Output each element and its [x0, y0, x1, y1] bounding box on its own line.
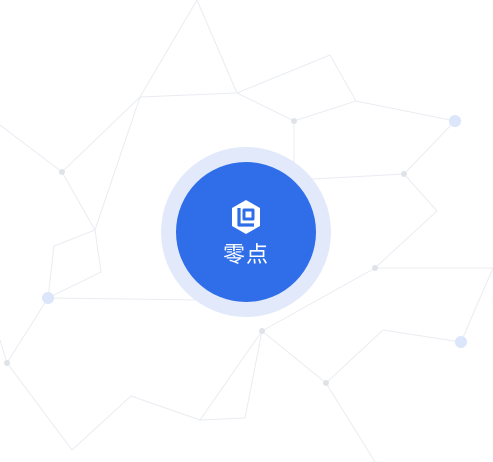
network-node-highlight [42, 292, 54, 304]
network-line [261, 267, 493, 343]
network-line [0, 96, 141, 173]
network-node-highlight [455, 336, 467, 348]
network-line [236, 92, 456, 122]
network-line [47, 297, 201, 301]
network-node [259, 328, 265, 334]
network-node-highlight [449, 115, 461, 127]
network-line [293, 120, 456, 181]
network-line [199, 330, 263, 421]
network-line [6, 297, 263, 451]
network-line [325, 382, 376, 462]
app-logo: 零点 [176, 162, 316, 302]
network-node [59, 169, 65, 175]
network-node [401, 171, 407, 177]
network-node [372, 265, 378, 271]
network-line [61, 96, 141, 232]
network-node [291, 118, 297, 124]
network-line [139, 54, 357, 102]
zero-point-logo-icon [232, 200, 260, 234]
network-node [4, 360, 10, 366]
network-line [261, 329, 462, 384]
network-node [323, 380, 329, 386]
app-name: 零点 [222, 243, 269, 268]
network-line [139, 0, 238, 98]
network-line [374, 173, 438, 269]
network-line [47, 229, 102, 299]
network-line [0, 339, 8, 364]
